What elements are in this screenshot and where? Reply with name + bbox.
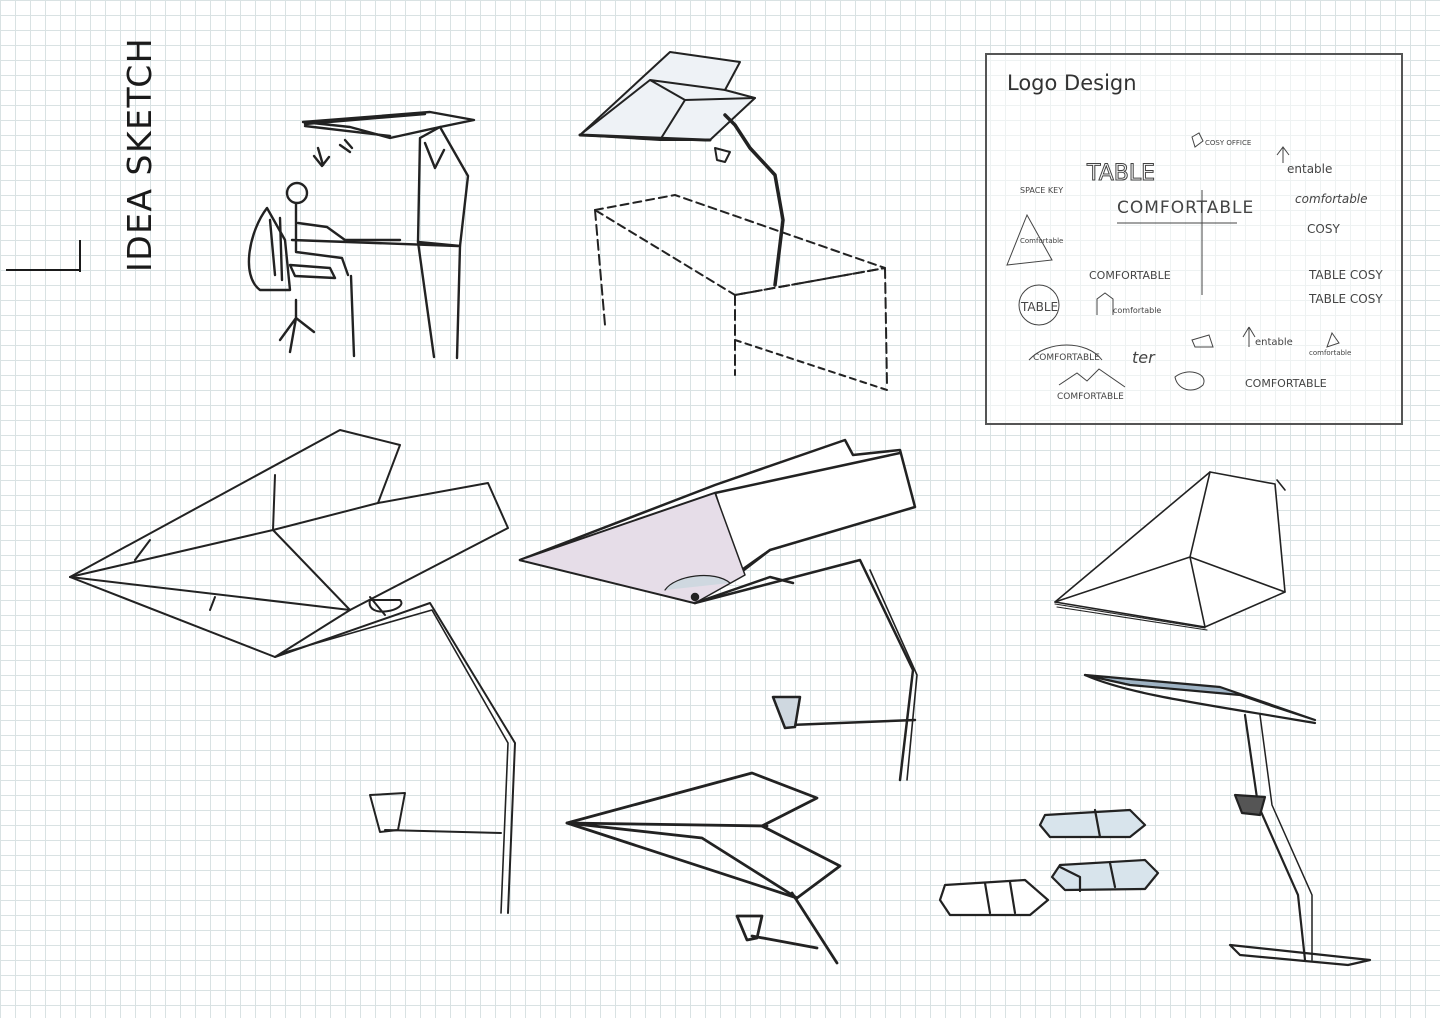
logo-comfortable-house: comfortable xyxy=(1113,306,1161,315)
title-divider xyxy=(79,240,81,272)
logo-cosy: COSY xyxy=(1307,222,1340,236)
logo-table-cosy-1: TABLE COSY xyxy=(1308,268,1383,282)
logo-space-key: SPACE KEY xyxy=(1020,186,1063,195)
logo-table-circle: TABLE xyxy=(1020,300,1058,314)
sketch-person-at-desk xyxy=(247,110,476,360)
sketch-plane-right xyxy=(1054,471,1286,631)
logo-comfortable-wide: COMFORTABLE xyxy=(1245,377,1327,390)
sketch-plane-lamp-large xyxy=(69,429,516,914)
logo-panel-title: Logo Design xyxy=(1007,71,1137,95)
logo-entable-1: entable xyxy=(1287,162,1332,176)
logo-table-cosy-2: TABLE COSY xyxy=(1308,292,1383,306)
sketch-plane-lamp-lower xyxy=(565,771,842,965)
logo-comfortable-arc: COMFORTABLE xyxy=(1033,353,1100,363)
logo-design-panel: Logo Design COSY OFFICE TABLE entable SP… xyxy=(985,53,1403,425)
page-title: IDEA SKETCH xyxy=(120,36,159,272)
logo-comfortable-triangle: Comfortable xyxy=(1020,237,1063,245)
logo-comfortable-caps: COMFORTABLE xyxy=(1089,269,1171,282)
logo-table-outline: TABLE xyxy=(1086,161,1155,186)
logo-cosy-office: COSY OFFICE xyxy=(1205,139,1251,147)
logo-comfortable-main: COMFORTABLE xyxy=(1117,198,1254,218)
sketch-standing-lamp-boxes xyxy=(938,673,1372,967)
logo-comfortable-mountain: COMFORTABLE xyxy=(1057,392,1124,402)
title-block: IDEA SKETCH xyxy=(0,0,159,300)
sketch-plane-lamp-shaded xyxy=(518,438,918,782)
logo-comfortable-small: comfortable xyxy=(1309,349,1351,357)
logo-ter: ter xyxy=(1132,348,1156,367)
logo-sketches: COSY OFFICE TABLE entable SPACE KEY COMF… xyxy=(1006,132,1383,402)
sketch-lamp-over-table xyxy=(578,51,888,391)
title-underline xyxy=(6,269,81,271)
logo-comfortable-script: comfortable xyxy=(1295,192,1368,206)
logo-entable-2: entable xyxy=(1255,337,1293,348)
